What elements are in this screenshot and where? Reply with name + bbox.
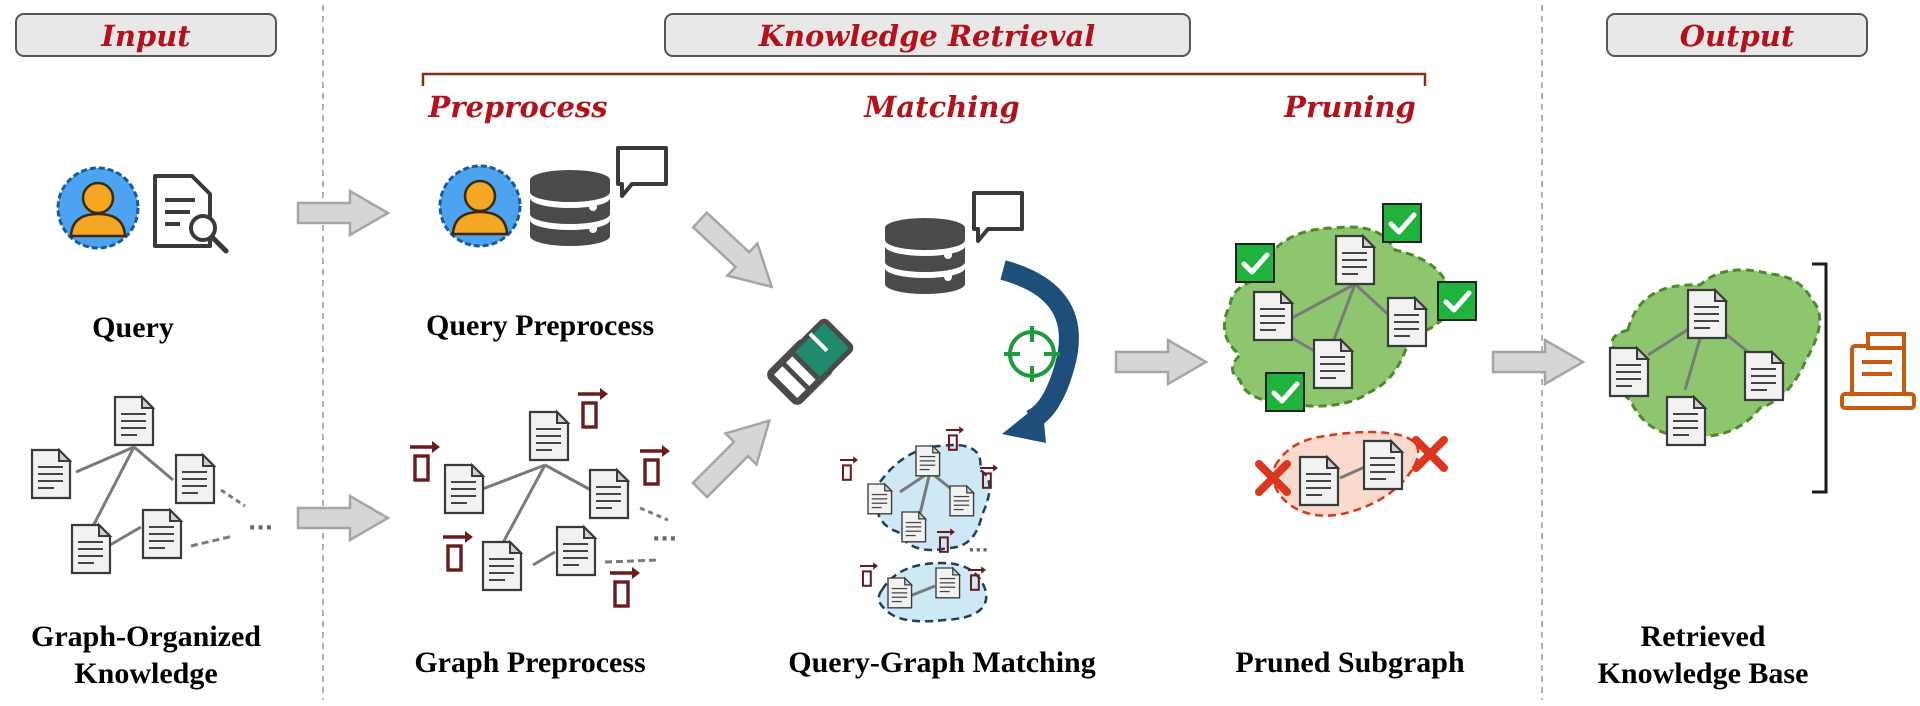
label-graph-knowledge-line2: Knowledge xyxy=(74,657,217,690)
document-icon xyxy=(481,540,523,592)
chat-bubble-icon xyxy=(616,146,668,198)
input-knowledge-graph: ··· xyxy=(30,395,273,575)
output-bracket xyxy=(1812,262,1828,494)
checkmark-icon xyxy=(1266,373,1304,411)
checkmark-icon xyxy=(1236,244,1274,282)
vector-arrow-icon xyxy=(858,561,880,587)
stage-pruning: Pruning xyxy=(1283,90,1416,124)
preprocessed-graph: ··· xyxy=(408,386,677,608)
header-input-label: Input xyxy=(100,19,191,53)
label-retrieved-kb-line1: Retrieved xyxy=(1641,620,1766,653)
label-query-preprocess: Query Preprocess xyxy=(426,309,654,342)
knowledge-retrieval-bracket xyxy=(421,72,1427,86)
retrieved-subgraph xyxy=(1608,268,1822,447)
database-icon xyxy=(530,170,610,246)
document-icon xyxy=(1334,234,1376,286)
vector-arrow-icon xyxy=(408,439,442,482)
database-icon xyxy=(885,218,965,294)
matched-cluster-upper: ··· xyxy=(838,425,1000,561)
vector-arrow-icon xyxy=(838,455,860,481)
document-icon xyxy=(935,567,961,599)
arrow-graph-to-matching xyxy=(691,418,772,499)
user-icon xyxy=(56,166,140,250)
header-output-label: Output xyxy=(1680,19,1795,53)
pruned-subgraph xyxy=(1272,430,1420,517)
stage-preprocess: Preprocess xyxy=(427,90,607,124)
document-icon xyxy=(867,483,893,515)
document-icon xyxy=(30,448,72,500)
handshake-icon xyxy=(767,318,854,405)
document-icon xyxy=(949,485,975,517)
document-icon xyxy=(555,525,597,577)
label-query-graph-matching: Query-Graph Matching xyxy=(788,646,1096,679)
document-icon xyxy=(1312,338,1354,390)
ellipsis: ··· xyxy=(968,540,989,561)
cross-icon xyxy=(1416,440,1444,468)
arrow-query-to-matching xyxy=(691,210,774,289)
document-icon xyxy=(1252,290,1294,342)
checkmark-icon xyxy=(1383,204,1421,242)
arrow-query-to-preprocess xyxy=(296,189,390,237)
document-icon xyxy=(1362,439,1404,491)
matched-cluster-lower xyxy=(858,561,988,623)
arrow-pruning-to-output xyxy=(1491,338,1585,386)
document-icon xyxy=(113,395,155,447)
vector-arrow-icon xyxy=(576,386,610,429)
chat-bubble-icon xyxy=(972,191,1024,243)
label-query: Query xyxy=(92,311,174,344)
kept-subgraph xyxy=(1222,225,1454,408)
document-icon xyxy=(70,523,112,575)
stage-matching: Matching xyxy=(863,90,1019,124)
header-knowledge-retrieval-label: Knowledge Retrieval xyxy=(758,19,1096,53)
curved-arrow xyxy=(1000,260,1079,443)
header-knowledge-retrieval: Knowledge Retrieval xyxy=(664,13,1191,57)
document-icon xyxy=(588,468,630,520)
document-icon xyxy=(1743,350,1785,402)
document-icon xyxy=(1665,395,1707,447)
label-retrieved-kb-line2: Knowledge Base xyxy=(1598,657,1809,690)
ellipsis: ··· xyxy=(248,516,273,541)
vector-arrow-icon xyxy=(441,529,475,572)
document-icon xyxy=(901,511,927,543)
knowledge-base-icon xyxy=(1840,332,1916,410)
vector-arrow-icon xyxy=(608,565,642,608)
ellipsis: ··· xyxy=(652,527,677,552)
header-output: Output xyxy=(1606,13,1868,57)
header-input: Input xyxy=(15,13,277,57)
arrow-graph-to-preprocess xyxy=(296,494,390,542)
document-icon xyxy=(443,463,485,515)
document-icon xyxy=(528,410,570,462)
document-icon xyxy=(174,453,216,505)
document-icon xyxy=(141,508,183,560)
arrow-matching-to-pruning xyxy=(1114,338,1208,386)
crosshair-icon xyxy=(1004,326,1060,382)
document-icon xyxy=(1298,455,1340,507)
document-icon xyxy=(1386,296,1428,348)
document-icon xyxy=(1686,288,1728,340)
vector-arrow-icon xyxy=(638,443,672,486)
document-icon xyxy=(887,577,913,609)
user-icon xyxy=(438,164,522,248)
checkmark-icon xyxy=(1438,282,1476,320)
label-pruned-subgraph: Pruned Subgraph xyxy=(1235,646,1465,679)
label-graph-knowledge-line1: Graph-Organized xyxy=(31,620,261,653)
document-icon xyxy=(1608,346,1650,398)
document-icon xyxy=(915,445,941,477)
label-graph-preprocess: Graph Preprocess xyxy=(414,646,645,679)
document-search-icon xyxy=(153,174,229,254)
